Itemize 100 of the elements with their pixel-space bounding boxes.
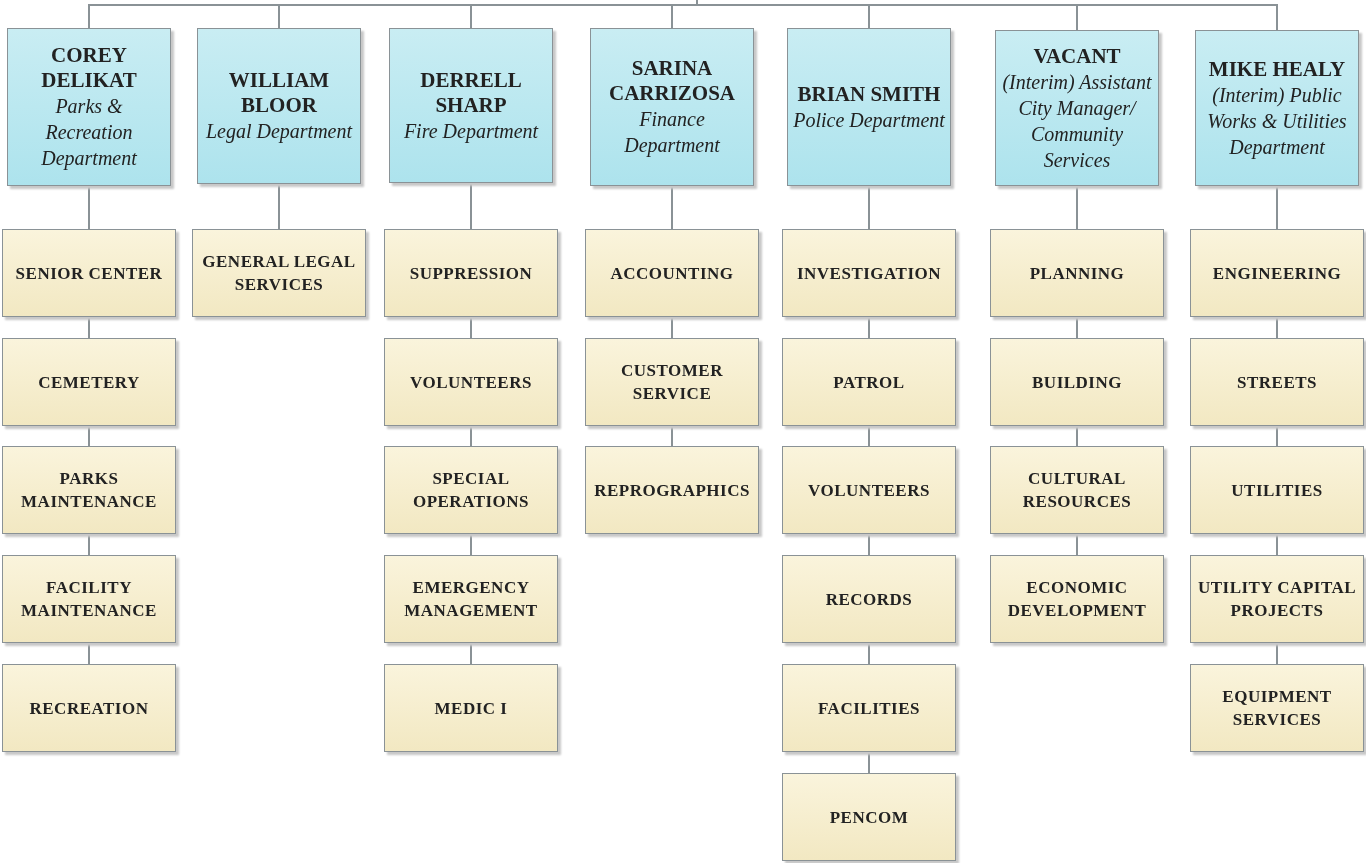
department-title: (Interim) Public Works & Utilities Department — [1206, 82, 1348, 160]
connector-line — [1276, 185, 1278, 230]
division-box — [2, 446, 176, 534]
division-name: INVESTIGATION — [795, 262, 943, 285]
division-box — [384, 338, 558, 426]
connector-line — [1076, 185, 1078, 230]
department-head-box — [1195, 30, 1359, 186]
connector-line — [88, 533, 90, 556]
division-box — [384, 555, 558, 643]
division-name: MEDIC I — [433, 697, 509, 720]
division-name: PATROL — [832, 371, 906, 394]
division-box — [2, 664, 176, 752]
connector-line — [470, 316, 472, 339]
division-box — [2, 555, 176, 643]
person-name: MIKE HEALY — [1207, 56, 1347, 82]
division-name: UTILITY CAPITAL PROJECTS — [1196, 577, 1358, 622]
person-name: SARINA CARRIZOSA — [608, 56, 736, 106]
division-name: ACCOUNTING — [609, 262, 735, 285]
division-name: RECORDS — [824, 588, 914, 611]
division-box — [384, 446, 558, 534]
division-name: VOLUNTEERS — [409, 371, 533, 394]
division-name: UTILITIES — [1230, 479, 1324, 502]
connector-line — [868, 185, 870, 230]
division-box — [782, 446, 956, 534]
division-box — [990, 229, 1164, 317]
division-name: CEMETERY — [37, 371, 141, 394]
connector-line — [88, 185, 90, 230]
department-title: Legal Department — [204, 119, 354, 144]
division-box — [2, 338, 176, 426]
connector-line — [1276, 425, 1278, 447]
division-box — [1190, 229, 1364, 317]
division-box — [990, 338, 1164, 426]
connector-line — [470, 182, 472, 230]
department-title: Fire Department — [402, 118, 540, 144]
connector-line — [868, 642, 870, 665]
division-name: CUSTOMER SERVICE — [620, 360, 724, 405]
connector-line — [671, 425, 673, 447]
department-head-box — [7, 28, 171, 186]
division-name: VOLUNTEERS — [807, 479, 931, 502]
connector-line — [88, 316, 90, 339]
person-name: COREY DELIKAT — [40, 43, 138, 93]
department-head-box — [389, 28, 553, 183]
division-box — [1190, 338, 1364, 426]
connector-line — [1276, 642, 1278, 665]
division-box — [384, 229, 558, 317]
connector-line — [278, 183, 280, 230]
connector-line — [868, 533, 870, 556]
division-box — [1190, 446, 1364, 534]
division-box — [585, 229, 759, 317]
connector-line — [671, 185, 673, 230]
division-box — [1190, 664, 1364, 752]
division-box — [782, 338, 956, 426]
division-name: SUPPRESSION — [408, 262, 534, 285]
connector-line — [868, 316, 870, 339]
division-box — [990, 446, 1164, 534]
division-name: STREETS — [1235, 371, 1318, 394]
division-box — [782, 229, 956, 317]
department-title: Finance Department — [623, 107, 721, 158]
division-name: FACILITIES — [817, 697, 921, 720]
division-name: PLANNING — [1028, 262, 1126, 285]
department-head-box — [995, 30, 1159, 186]
division-name: BUILDING — [1031, 371, 1123, 394]
division-name: ECONOMIC DEVELOPMENT — [1006, 577, 1148, 622]
department-head-box — [590, 28, 754, 186]
connector-line — [470, 533, 472, 556]
division-name: PENCOM — [828, 806, 910, 829]
division-box — [192, 229, 366, 317]
person-name: BRIAN SMITH — [796, 81, 942, 107]
connector-line — [88, 642, 90, 665]
connector-line — [1076, 533, 1078, 556]
division-box — [585, 338, 759, 426]
connector-line — [470, 642, 472, 665]
division-box — [990, 555, 1164, 643]
division-box — [782, 664, 956, 752]
division-name: RECREATION — [28, 697, 150, 720]
connector-line — [671, 316, 673, 339]
division-name: CULTURAL RESOURCES — [1021, 468, 1133, 513]
division-name: SPECIAL OPERATIONS — [411, 468, 531, 513]
connector-line — [696, 0, 1278, 31]
division-box — [2, 229, 176, 317]
department-head-box — [787, 28, 951, 186]
person-name: DERRELL SHARP — [419, 67, 523, 118]
connector-line — [88, 425, 90, 447]
division-box — [782, 555, 956, 643]
division-name: FACILITY MAINTENANCE — [20, 577, 158, 622]
division-box — [384, 664, 558, 752]
division-box — [585, 446, 759, 534]
department-title: Police Department — [792, 107, 946, 133]
connector-line — [1076, 316, 1078, 339]
person-name: VACANT — [1032, 43, 1122, 69]
division-name: SENIOR CENTER — [14, 262, 164, 285]
division-name: GENERAL LEGAL SERVICES — [201, 251, 357, 296]
connector-line — [1276, 533, 1278, 556]
division-name: REPROGRAPHICS — [593, 479, 751, 502]
connector-line — [470, 425, 472, 447]
division-name: PARKS MAINTENANCE — [20, 468, 158, 513]
connector-line — [1076, 425, 1078, 447]
division-name: EQUIPMENT SERVICES — [1221, 686, 1333, 731]
department-title: Parks & Recreation Department — [40, 94, 138, 171]
department-title: (Interim) Assistant City Manager/ Community Services — [1001, 69, 1153, 173]
